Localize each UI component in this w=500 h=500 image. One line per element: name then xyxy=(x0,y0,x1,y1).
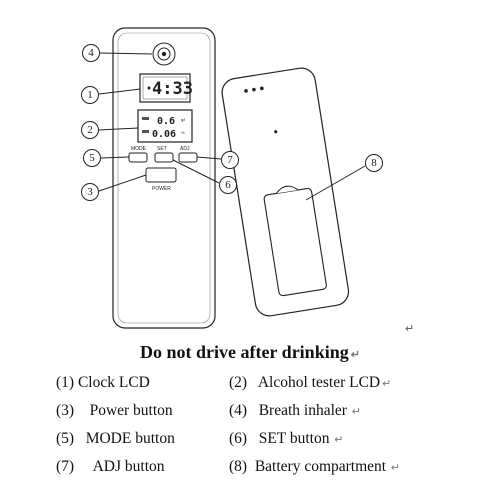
leader-2 xyxy=(98,127,139,131)
power-button-label: POWER xyxy=(152,186,171,192)
leader-4 xyxy=(99,52,153,55)
callout-4: 4 xyxy=(82,44,100,62)
lcd-unit-1: g/l xyxy=(181,117,185,122)
svg-text:4: 4 xyxy=(88,47,94,59)
leader-1 xyxy=(98,88,141,95)
legend-item-4: (4) Breath inhaler ↵ xyxy=(229,402,361,419)
leader-5 xyxy=(100,156,130,159)
cover-screw-hole xyxy=(274,130,278,134)
callout-2: 2 xyxy=(81,121,99,139)
mode-button-label: MODE xyxy=(131,146,147,152)
callout-7: 7 xyxy=(221,151,239,169)
adj-button-label: ADJ xyxy=(180,146,190,152)
svg-text:7: 7 xyxy=(227,154,233,166)
callout-6: 6 xyxy=(219,176,237,194)
lcd-unit-2: % xyxy=(181,130,185,135)
callout-5: 5 xyxy=(83,149,101,167)
legend-item-7: (7) ADJ button xyxy=(56,458,165,475)
set-button[interactable] xyxy=(154,152,174,163)
power-button[interactable] xyxy=(145,167,177,183)
leader-8 xyxy=(305,165,366,201)
legend-item-2: (2) Alcohol tester LCD↵ xyxy=(229,374,392,391)
cover-dot-2 xyxy=(252,87,256,92)
legend-item-5: (5) MODE button xyxy=(56,430,175,447)
lcd-indicator-1 xyxy=(142,117,149,120)
legend-item-6: (6) SET button ↵ xyxy=(229,430,344,447)
leader-3 xyxy=(98,174,147,192)
callout-8: 8 xyxy=(365,154,383,172)
lcd-reading-1: 0.6 xyxy=(157,116,175,127)
callout-3: 3 xyxy=(81,183,99,201)
device-back-cover xyxy=(221,67,350,317)
legend-item-1: (1) Clock LCD xyxy=(56,374,150,391)
svg-text:2: 2 xyxy=(87,124,93,136)
battery-compartment xyxy=(263,185,327,297)
legend-item-3: (3) Power button xyxy=(56,402,173,419)
lcd-indicator-2 xyxy=(142,130,149,133)
legend-title: Do not drive after drinking↵ xyxy=(140,342,360,362)
device-illustration: 4:33 0.6 g/l 0.06 % MODE SET ADJ POWER xyxy=(81,27,414,335)
clock-lcd-time: 4:33 xyxy=(152,79,193,99)
lcd-reading-2: 0.06 xyxy=(152,129,176,140)
leader-6 xyxy=(172,159,220,184)
mode-button[interactable] xyxy=(128,152,148,163)
svg-text:8: 8 xyxy=(371,157,377,169)
paragraph-mark: ↵ xyxy=(405,323,414,335)
svg-text:5: 5 xyxy=(89,152,95,164)
cover-dot-3 xyxy=(260,86,264,91)
breath-inhaler xyxy=(152,42,176,66)
svg-text:6: 6 xyxy=(225,179,231,191)
svg-text:3: 3 xyxy=(87,186,93,198)
svg-text:1: 1 xyxy=(87,89,93,101)
leader-7 xyxy=(196,156,222,160)
cover-dot-1 xyxy=(244,89,248,93)
alcohol-tester-lcd: 0.6 g/l 0.06 % xyxy=(137,109,193,143)
clock-lcd: 4:33 xyxy=(139,73,193,103)
adj-button[interactable] xyxy=(178,152,198,163)
callout-1: 1 xyxy=(81,86,99,104)
legend-item-8: (8) Battery compartment ↵ xyxy=(229,458,401,475)
set-button-label: SET xyxy=(157,146,167,152)
